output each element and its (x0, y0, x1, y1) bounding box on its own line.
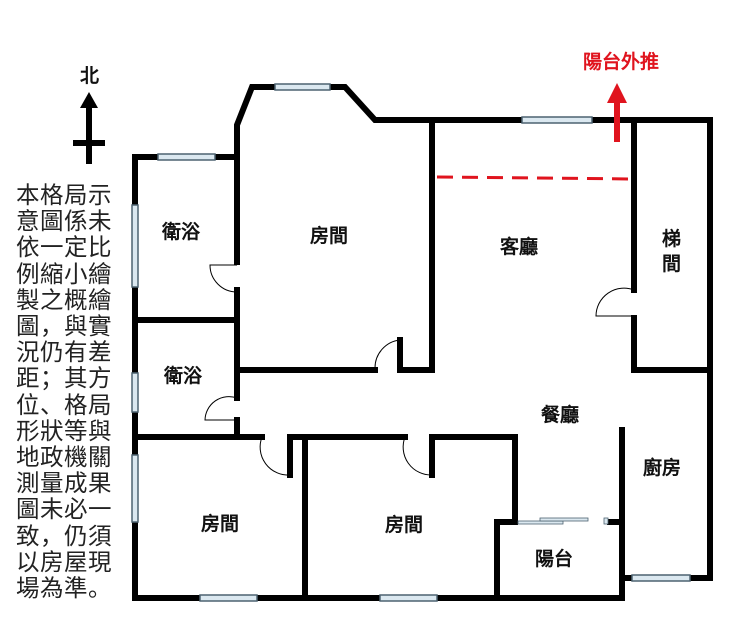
window (131, 372, 139, 413)
disclaimer-line: 本格局示 (16, 181, 112, 209)
window (131, 204, 139, 288)
disclaimer-line: 地政機關 (16, 443, 112, 472)
disclaimer-line: 圖未必一 (16, 495, 112, 524)
disclaimer-line: 圖，與實 (16, 312, 112, 341)
disclaimer-line: 位、格局 (16, 390, 112, 419)
room-label-bath-top: 衛浴 (161, 220, 201, 243)
disclaimer-line: 測量成果 (16, 469, 112, 498)
sliding-door (517, 520, 564, 525)
balcony-extension-label: 陽台外推 (583, 50, 659, 73)
windows (131, 83, 691, 602)
disclaimer-line: 例縮小繪 (16, 259, 112, 288)
disclaimer-line: 製之概繪 (16, 285, 112, 314)
sliding-door (539, 517, 589, 522)
disclaimer-line: 距；其方 (16, 364, 112, 393)
walls (132, 84, 713, 601)
disclaimer-line: 況仍有差 (16, 338, 112, 367)
window (157, 153, 216, 161)
room-label-kitchen: 廚房 (643, 456, 681, 479)
room-label-stair-2: 間 (662, 253, 681, 275)
room-label-bath-bottom: 衛浴 (163, 364, 203, 387)
disclaimer-line: 場為準。 (16, 574, 112, 603)
room-label-dining: 餐廳 (541, 403, 579, 426)
window (521, 116, 593, 124)
disclaimer-note: 本格局示 意圖係未 依一定比 例縮小繪 製之概繪 圖，與實 況仍有差 距；其方 … (16, 182, 120, 601)
window (199, 594, 258, 602)
disclaimer-line: 形狀等與 (16, 416, 112, 445)
doors (204, 264, 635, 476)
room-label-living: 客廳 (500, 235, 538, 258)
room-label-bedroom-top: 房間 (310, 224, 348, 247)
disclaimer-line: 依一定比 (16, 233, 112, 262)
room-label-bedroom-left: 房間 (201, 512, 239, 535)
arrow-up-icon (607, 83, 627, 142)
window (379, 594, 438, 602)
window (631, 574, 691, 582)
room-label-stair-1: 梯 (662, 227, 681, 250)
window (274, 83, 331, 91)
compass-north-label: 北 (80, 65, 99, 87)
room-label-balcony: 陽台 (535, 547, 573, 570)
disclaimer-line: 致，仍須 (16, 521, 112, 550)
window (131, 454, 139, 523)
balcony-extension-line (436, 175, 635, 181)
sliding-door (603, 517, 609, 525)
room-label-bedroom-mid: 房間 (385, 513, 423, 536)
north-arrow-icon (73, 92, 105, 164)
disclaimer-line: 以房屋現 (16, 547, 112, 576)
disclaimer-line: 意圖係未 (16, 207, 112, 236)
